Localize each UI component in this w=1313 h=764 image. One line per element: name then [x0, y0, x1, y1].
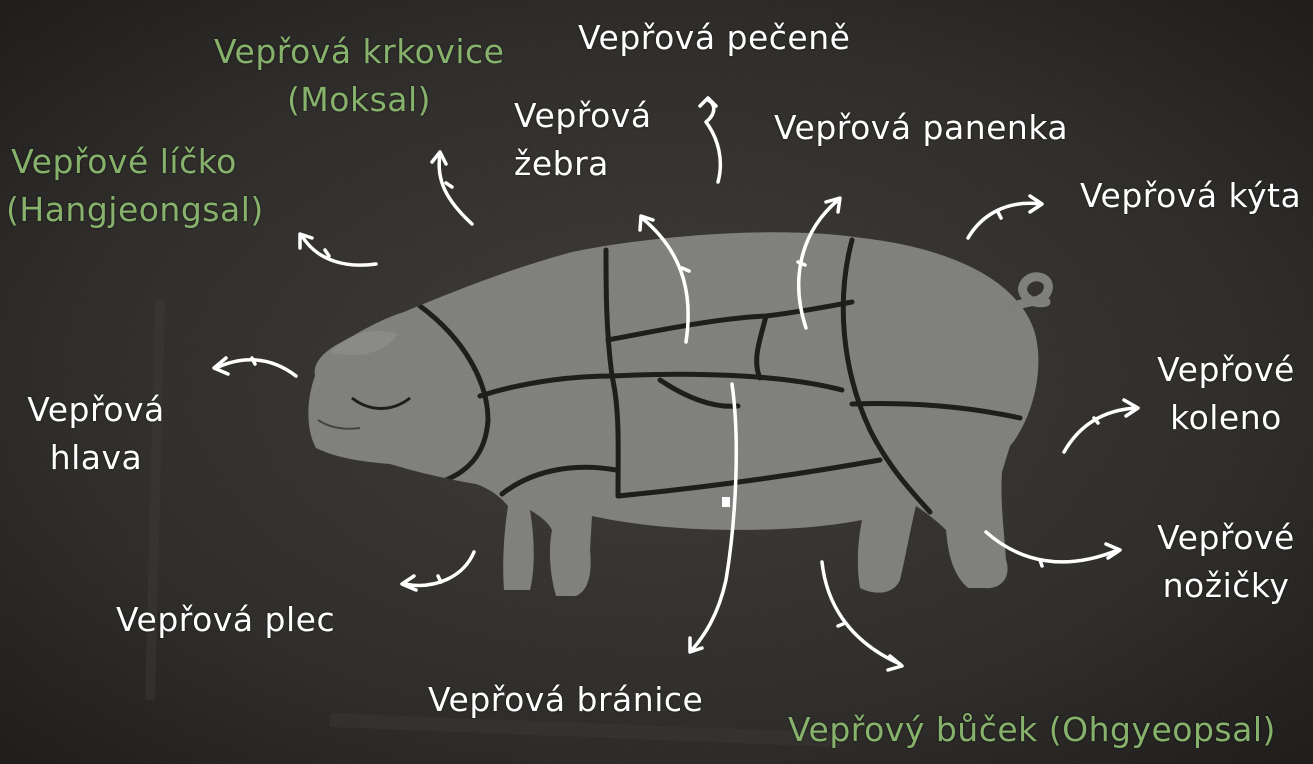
label-licko: Vepřové líčko (Hangjeongsal) — [6, 138, 242, 234]
label-plec: Vepřová plec — [116, 596, 335, 644]
label-pecene: Vepřová pečeně — [578, 14, 850, 62]
label-nozicky-line2: nožičky — [1146, 562, 1306, 610]
label-plec-line1: Vepřová plec — [116, 596, 335, 644]
label-krkovice-line1: Vepřová krkovice — [214, 28, 504, 76]
label-hlava-line1: Vepřová — [26, 386, 166, 434]
label-branice: Vepřová bránice — [428, 676, 703, 724]
label-hlava-line2: hlava — [26, 434, 166, 482]
label-hlava: Vepřová hlava — [26, 386, 166, 482]
label-nozicky-line1: Vepřové — [1146, 514, 1306, 562]
label-kyta: Vepřová kýta — [1080, 172, 1301, 220]
label-koleno-line1: Vepřové — [1146, 346, 1306, 394]
label-zebra-line2: žebra — [514, 140, 652, 188]
label-zebra: Vepřová žebra — [514, 92, 652, 188]
label-panenka: Vepřová panenka — [774, 104, 1068, 152]
label-zebra-line1: Vepřová — [514, 92, 652, 140]
label-kyta-line1: Vepřová kýta — [1080, 172, 1301, 220]
label-bucek-line1: Vepřový bůček (Ohgyeopsal) — [788, 706, 1276, 754]
label-licko-line2: (Hangjeongsal) — [6, 186, 242, 234]
label-panenka-line1: Vepřová panenka — [774, 104, 1068, 152]
label-nozicky: Vepřové nožičky — [1146, 514, 1306, 610]
label-krkovice: Vepřová krkovice (Moksal) — [214, 28, 504, 124]
label-bucek: Vepřový bůček (Ohgyeopsal) — [788, 706, 1276, 754]
label-krkovice-line2: (Moksal) — [214, 76, 504, 124]
label-koleno: Vepřové koleno — [1146, 346, 1306, 442]
label-branice-line1: Vepřová bránice — [428, 676, 703, 724]
label-koleno-line2: koleno — [1146, 394, 1306, 442]
label-pecene-line1: Vepřová pečeně — [578, 14, 850, 62]
label-licko-line1: Vepřové líčko — [6, 138, 242, 186]
